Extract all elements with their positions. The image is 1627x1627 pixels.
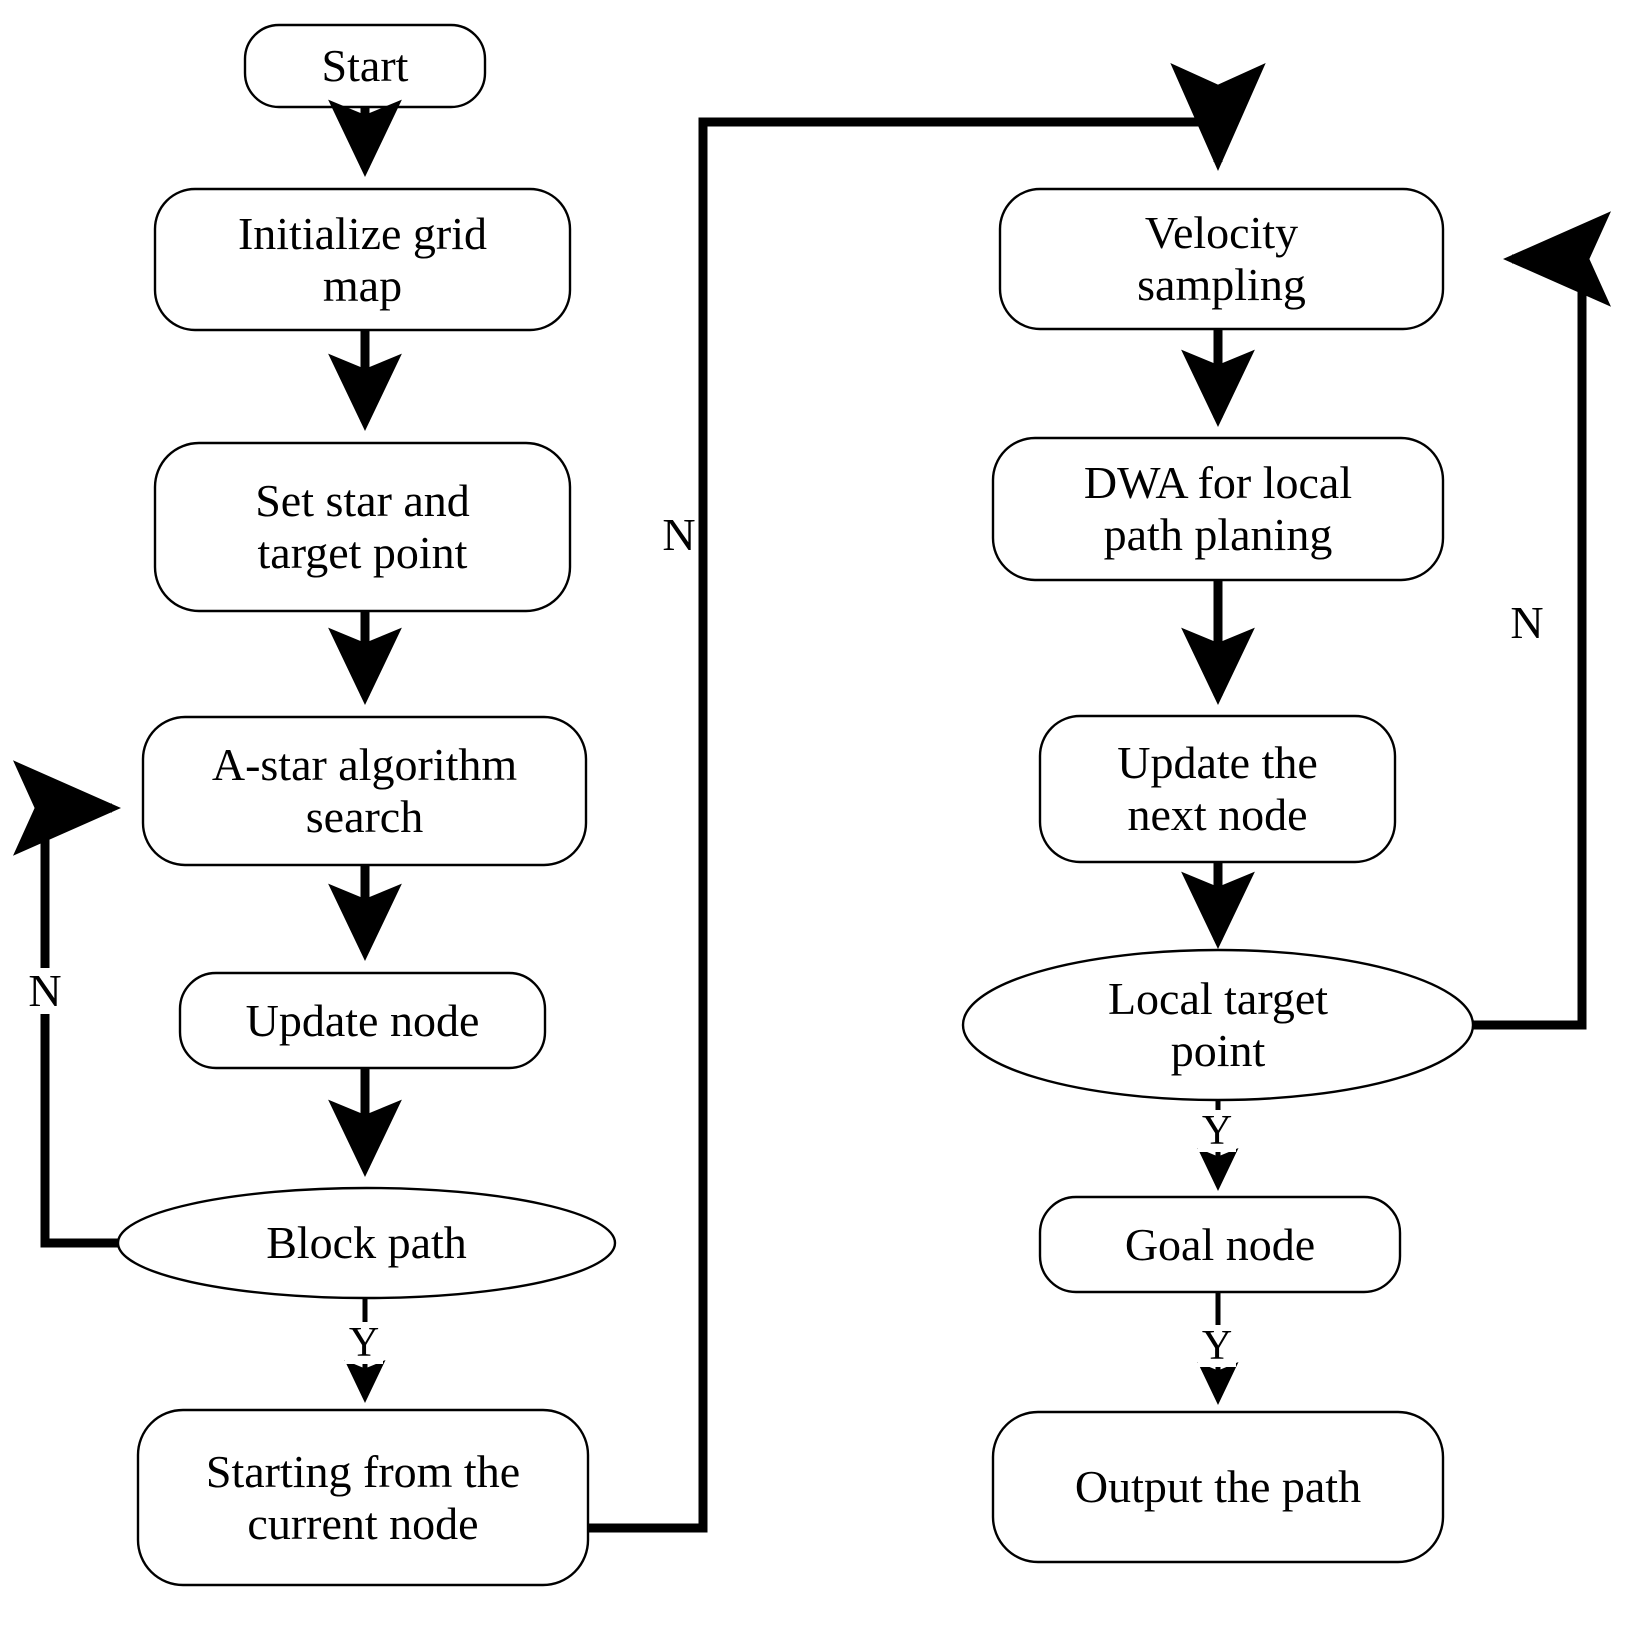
node-shape-starting-from-the-current-node[interactable] <box>136 1408 590 1587</box>
connector-localtarget-no-to-velocity <box>1473 211 1611 1030</box>
node-dwa-for-local-path-planing[interactable] <box>993 438 1443 580</box>
node-block-path[interactable] <box>118 1188 615 1298</box>
node-shape-output-the-path[interactable] <box>991 1410 1445 1564</box>
node-local-target-point[interactable] <box>963 950 1473 1100</box>
node-starting-from-the-current-node[interactable] <box>138 1410 588 1585</box>
node-initialize-grid-map[interactable] <box>155 189 570 330</box>
node-set-star-and-target-point[interactable] <box>155 443 570 611</box>
node-update-the-next-node[interactable] <box>1040 716 1395 862</box>
node-output-the-path[interactable] <box>993 1412 1443 1562</box>
node-velocity-sampling[interactable] <box>1000 189 1443 329</box>
connector-fromcurrent-no-to-velocity <box>588 63 1266 1533</box>
connector-blockpath-no-to-astar <box>13 760 121 1248</box>
node-goal-node[interactable] <box>1040 1197 1400 1292</box>
node-a-star-algorithm-search[interactable] <box>143 717 586 865</box>
node-start[interactable] <box>245 25 485 107</box>
node-update-node[interactable] <box>180 973 545 1068</box>
